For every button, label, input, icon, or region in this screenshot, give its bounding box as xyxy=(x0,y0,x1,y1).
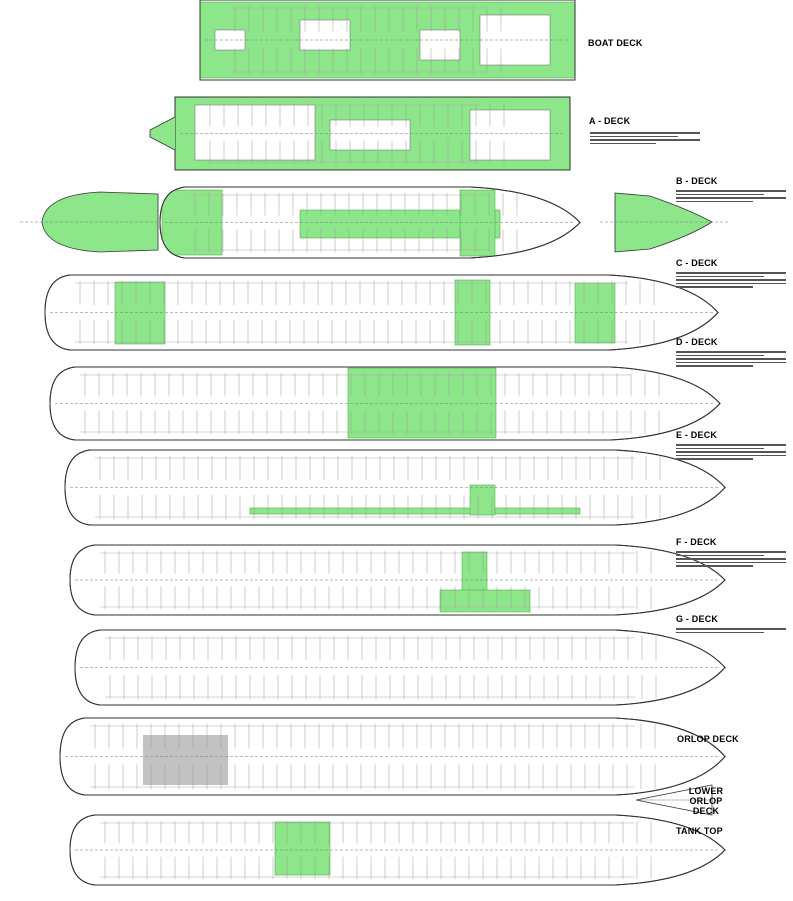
label-c-deck: C - DECK xyxy=(676,258,718,268)
hull-outline xyxy=(74,629,726,706)
deck-notes xyxy=(590,130,700,146)
stern-section xyxy=(149,116,176,151)
hull-outline xyxy=(64,449,726,526)
label-orlop-deck: ORLOP DECK xyxy=(677,734,739,744)
deck-notes xyxy=(676,349,786,369)
label-tank-top: TANK TOP xyxy=(676,826,723,836)
label-d-deck: D - DECK xyxy=(676,337,718,347)
deck-interior xyxy=(75,551,720,613)
room-block xyxy=(419,29,461,61)
deck-plan-boat xyxy=(199,0,576,81)
deck-plan-f xyxy=(69,544,726,616)
b-deck-stern-section xyxy=(20,191,160,253)
highlighted-area xyxy=(459,189,496,257)
highlighted-area xyxy=(274,821,331,876)
highlighted-area xyxy=(439,589,531,613)
highlighted-area xyxy=(249,507,581,515)
deck-interior xyxy=(65,724,720,789)
deck-plan-e xyxy=(64,449,726,526)
deck-plan-g xyxy=(74,629,726,706)
deck-interior xyxy=(161,189,575,257)
room-block xyxy=(469,109,551,161)
deck-notes xyxy=(676,270,786,290)
label-g-deck: G - DECK xyxy=(676,614,719,624)
deck-plan-tank-top xyxy=(69,814,726,886)
deck-plan-orlop xyxy=(59,717,726,796)
label-e-deck: E - DECK xyxy=(676,430,718,440)
deck-plan-c xyxy=(44,274,719,351)
hull-outline xyxy=(159,186,581,259)
deck-interior xyxy=(80,636,720,699)
hull-outline xyxy=(69,544,726,616)
shaded-area xyxy=(143,735,228,785)
highlighted-area xyxy=(574,282,616,344)
label-b-deck: B - DECK xyxy=(676,176,718,186)
highlighted-area xyxy=(469,484,496,516)
deck-notes xyxy=(676,626,786,635)
deck-notes xyxy=(676,188,786,204)
deck-interior xyxy=(75,821,720,879)
deck-plan-d xyxy=(49,366,721,441)
deck-notes xyxy=(676,549,786,569)
room-block xyxy=(299,19,351,51)
hull-outline xyxy=(59,717,726,796)
deck-interior xyxy=(55,367,715,439)
deck-plan-lower-orlop xyxy=(635,784,713,816)
highlighted-area xyxy=(114,281,166,345)
b-deck-bow-section xyxy=(600,192,730,253)
hull-outline xyxy=(49,366,721,441)
room-block xyxy=(329,119,411,151)
label-lower-orlop-deck: LOWER ORLOP DECK xyxy=(688,786,724,816)
label-f-deck: F - DECK xyxy=(676,537,717,547)
deck-plan-b xyxy=(159,186,581,259)
room-block xyxy=(194,104,316,161)
label-boat-deck: BOAT DECK xyxy=(588,38,643,48)
deck-plan-a xyxy=(149,96,571,171)
highlighted-area xyxy=(347,367,497,439)
deck-interior xyxy=(70,456,720,519)
label-a-deck: A - DECK xyxy=(589,116,631,126)
deck-notes xyxy=(676,442,786,462)
deck-interior xyxy=(50,279,713,346)
hull-outline xyxy=(69,814,726,886)
deck-outline xyxy=(199,0,576,81)
